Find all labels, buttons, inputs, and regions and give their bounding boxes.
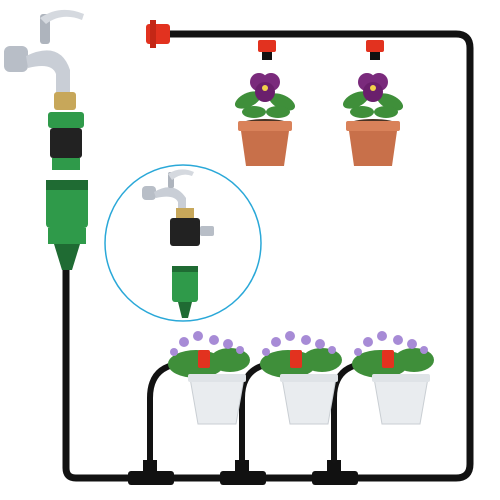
inset-faucet: [142, 169, 194, 214]
white-pot-1: [168, 331, 250, 425]
inset-adapter: [170, 208, 214, 246]
white-pot-2: [260, 331, 342, 425]
inset-detail-circle: [104, 164, 262, 322]
terracotta-pot-left: [234, 73, 296, 166]
main-tubing: [62, 30, 474, 482]
dripper-top-1: [258, 40, 276, 60]
pansy-flower: [250, 73, 280, 102]
pansy-flower: [358, 73, 388, 102]
inset-quick-connector: [172, 266, 198, 318]
faucet: [4, 9, 84, 110]
terracotta-pot-right: [342, 73, 404, 166]
tap-connector: [48, 112, 84, 170]
tee-connectors: [128, 460, 358, 485]
white-pot-3: [352, 331, 434, 425]
dripper-top-2: [366, 40, 384, 60]
end-cap: [146, 20, 170, 48]
hose-quick-connector: [46, 180, 88, 270]
